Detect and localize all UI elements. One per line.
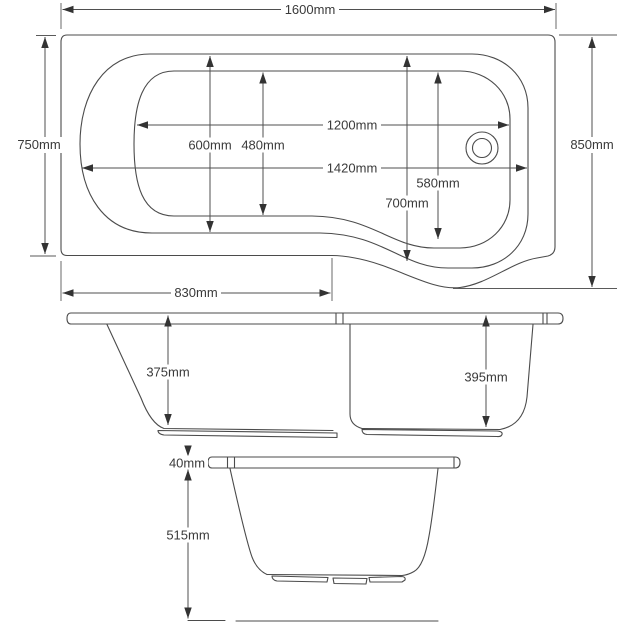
side-centre-joint — [349, 323, 363, 430]
dim-rim-thickness: 40mm — [166, 445, 208, 471]
end-right-wall — [401, 467, 439, 577]
dim-shower-depth: 395mm — [461, 315, 511, 427]
dimension-label: 40mm — [169, 456, 205, 471]
end-base-pad-right — [368, 575, 406, 583]
side-right-wall — [361, 323, 534, 431]
label-bg — [185, 137, 235, 153]
side-base-strip-right — [361, 428, 503, 438]
dimension-label: 850mm — [570, 137, 613, 152]
label-bg — [382, 195, 432, 211]
drain-outer-circle — [465, 131, 499, 165]
label-bg — [413, 175, 463, 191]
dimension-label: 1420mm — [327, 161, 378, 176]
side-base-strip-left — [157, 429, 338, 439]
dim-bath-inner-width: 480mm — [238, 72, 288, 215]
side-view: 375mm 395mm — [66, 312, 564, 439]
dim-shower-inner-width: 580mm — [413, 72, 463, 239]
plan-rim-outer-outline — [79, 53, 529, 269]
dimension-label: 395mm — [464, 370, 507, 385]
dim-overall-height: 515mm — [163, 469, 213, 619]
end-left-wall — [229, 467, 268, 576]
dim-front-straight: 830mm — [60, 258, 333, 301]
plan-panel-outline — [60, 34, 556, 289]
end-base-pad-left — [271, 575, 329, 583]
label-bg — [14, 137, 64, 153]
side-rim — [66, 312, 564, 325]
end-bottom-edge — [266, 573, 403, 577]
label-bg — [238, 137, 288, 153]
dim-bath-depth: 375mm — [143, 315, 193, 425]
label-bg — [171, 285, 221, 301]
dim-bath-outer-width: 600mm — [185, 56, 235, 232]
dimension-label: 580mm — [416, 176, 459, 191]
label-bg — [166, 455, 208, 471]
end-view: 40mm 515mm — [163, 445, 461, 622]
dimension-label: 375mm — [146, 365, 189, 380]
dim-right-end-width: 850mm — [453, 34, 617, 289]
dimension-label: 1600mm — [285, 2, 336, 17]
plan-view: 1600mm 750mm 850mm 830mm — [14, 2, 617, 301]
label-bg — [461, 369, 511, 385]
plan-rim-inner-outline — [133, 70, 511, 249]
label-bg — [163, 527, 213, 543]
label-bg — [323, 117, 381, 133]
dim-left-end-width: 750mm — [14, 35, 64, 257]
end-rim — [207, 456, 461, 469]
dim-rim-length: 1420mm — [82, 160, 527, 176]
end-base-pad-centre — [332, 577, 368, 585]
dim-shower-outer-width: 700mm — [382, 56, 432, 261]
label-bg — [567, 137, 617, 153]
dimension-label: 480mm — [241, 138, 284, 153]
dim-inner-length: 1200mm — [137, 117, 509, 133]
dimension-label: 600mm — [188, 138, 231, 153]
label-bg — [143, 364, 193, 380]
dimension-label: 830mm — [174, 285, 217, 300]
dim-overall-length: 1600mm — [60, 2, 557, 29]
waste-drain-icon — [465, 131, 499, 165]
drain-inner-circle — [471, 137, 493, 159]
dimension-label: 1200mm — [327, 118, 378, 133]
label-bg — [323, 160, 381, 176]
dimension-label: 515mm — [166, 528, 209, 543]
label-bg — [281, 2, 339, 17]
side-left-wall — [106, 323, 334, 432]
dimension-label: 700mm — [385, 196, 428, 211]
dimension-label: 750mm — [17, 137, 60, 152]
